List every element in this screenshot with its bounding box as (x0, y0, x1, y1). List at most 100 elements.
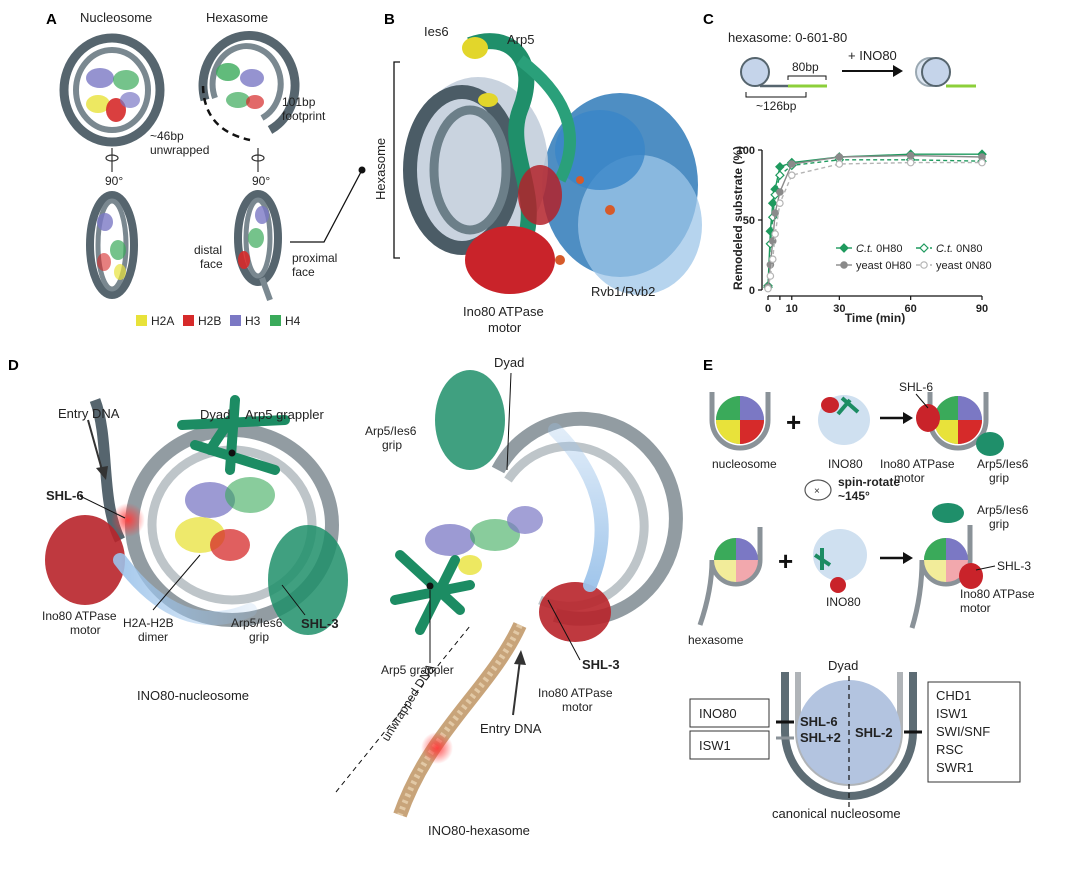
dyad-e-label: Dyad (828, 658, 858, 673)
histone-legend: H2A H2B H3 H4 (136, 314, 301, 328)
ino80-hexasome-model (335, 370, 683, 818)
canonical-nucleosome-label: canonical nucleosome (772, 806, 901, 821)
grip-label-d-2: grip (249, 630, 269, 644)
shl3-label: SHL-3 (301, 616, 339, 631)
motor-label-d-1: Ino80 ATPase (42, 609, 117, 623)
nucleosome-title: Nucleosome (80, 10, 152, 25)
shl6-e-label: SHL-6 (899, 380, 933, 394)
motor-label-b-2: motor (488, 320, 522, 335)
ino80b-e-label: INO80 (826, 595, 861, 609)
rvb-label: Rvb1/Rvb2 (591, 284, 655, 299)
hexasome-vertical-label: Hexasome (373, 138, 388, 200)
caption-ino80-hexasome: INO80-hexasome (428, 823, 530, 838)
arrow-icon (880, 412, 913, 424)
entry2-label: Entry DNA (480, 721, 542, 736)
data-point (767, 198, 778, 209)
dimer-label-2: dimer (138, 630, 168, 644)
footprint-label-1: 101bp (282, 95, 316, 109)
panel-label-a: A (46, 11, 57, 28)
data-point (787, 171, 796, 180)
legend-entry: yeast 0H80 (856, 260, 912, 272)
motor-e-label-1: Ino80 ATPase (880, 457, 955, 471)
nucleosome-schematic (709, 392, 771, 451)
unwrapped-label-1: ~46bp (150, 129, 184, 143)
data-point (771, 209, 779, 217)
legend-swatch-h2a (136, 315, 147, 326)
unwrapped-label-2: unwrapped (150, 143, 209, 157)
remodeler-isw1: ISW1 (936, 706, 968, 721)
data-point (839, 243, 849, 253)
shl2plus-diagram-label: SHL+2 (800, 730, 841, 745)
distal-face-label-1: distal (194, 243, 222, 257)
remodeler-chd1: CHD1 (936, 688, 971, 703)
y-tick-label: 0 (749, 285, 755, 297)
canonical-nucleosome-diagram (776, 672, 922, 808)
box-ino80 (689, 698, 770, 728)
ies6-label: Ies6 (424, 24, 449, 39)
series-yeast-0n80 (764, 158, 986, 293)
data-point (978, 158, 986, 167)
ino80-hexasome-structure (403, 33, 702, 295)
proximal-face-label-2: face (292, 265, 315, 279)
x-tick-label: 60 (905, 303, 917, 315)
shl3b-label: SHL-3 (582, 657, 620, 672)
grip2-e-label-2: grip (989, 517, 1009, 531)
remodeler-swisnf: SWI/SNF (936, 724, 990, 739)
data-point (775, 161, 785, 172)
ino80-e-label: INO80 (828, 457, 863, 471)
remodeler-swr1: SWR1 (936, 760, 974, 775)
hexasome-title: Hexasome (206, 10, 268, 25)
motor2-e-label-1: Ino80 ATPase (960, 587, 1035, 601)
motor-label-b-1: Ino80 ATPase (463, 304, 544, 319)
motor-label-d-2: motor (70, 623, 101, 637)
legend-swatch-h2b (183, 315, 194, 326)
ino80-arrow-label: + INO80 (848, 48, 897, 63)
legend-label-h2b: H2B (198, 314, 221, 328)
data-point (906, 151, 915, 160)
proximal-face-label-1: proximal (292, 251, 337, 265)
data-point (835, 153, 844, 161)
box-isw1 (689, 730, 770, 760)
grip2-label-1: Arp5/Ies6 (365, 424, 417, 438)
data-point (776, 199, 784, 208)
remodeled-schematic (915, 57, 976, 88)
arrow-icon (842, 65, 903, 77)
data-point (787, 160, 796, 168)
connector-line (290, 169, 363, 243)
data-point (766, 272, 775, 280)
data-point (919, 243, 929, 253)
plus-icon-2: + (778, 546, 793, 576)
connector-dot (358, 166, 366, 174)
data-point (906, 158, 915, 167)
data-point (835, 160, 844, 168)
chart-series (763, 149, 987, 293)
svg-text:×: × (814, 486, 820, 497)
legend-entry: yeast 0N80 (936, 260, 992, 272)
grip-label-d-1: Arp5/Ies6 (231, 616, 283, 630)
legend-entry: C.t. 0N80 (936, 243, 982, 255)
nucleosome-side-structure (86, 191, 138, 299)
dyad2-label: Dyad (494, 355, 524, 370)
bp80-label: 80bp (792, 60, 819, 74)
box-isw1-label: ISW1 (699, 738, 731, 753)
legend-label-h4: H4 (285, 314, 301, 328)
arp5-grappler-label: Arp5 grappler (245, 407, 324, 422)
panel-label-e: E (703, 357, 713, 374)
grip2-e-label-1: Arp5/Ies6 (977, 503, 1029, 517)
spin-rotate-icon: × (804, 479, 832, 501)
arrow-icon (512, 650, 526, 716)
grip-e-label-1: Arp5/Ies6 (977, 457, 1029, 471)
legend-swatch-h3 (230, 315, 241, 326)
spin-rotate-label-2: ~145° (838, 489, 870, 503)
motor2-label-2: motor (562, 700, 593, 714)
substrate-schematic (740, 57, 827, 98)
panel-label-b: B (384, 11, 395, 28)
motor-e-label-2: motor (894, 471, 925, 485)
arp5-label: Arp5 (507, 32, 534, 47)
chart-x-label: Time (min) (845, 311, 905, 325)
panel-label-c: C (703, 11, 714, 28)
